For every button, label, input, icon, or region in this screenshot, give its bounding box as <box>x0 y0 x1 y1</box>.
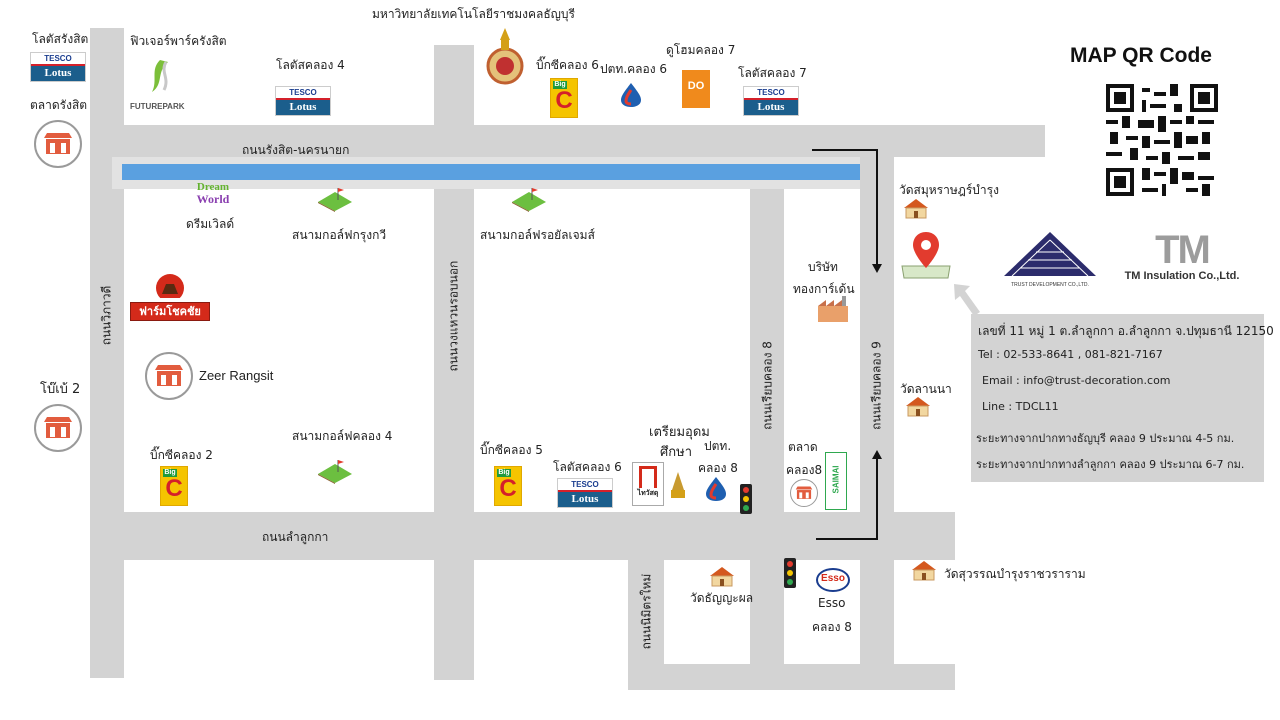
label-wat-thanya: วัดธัญญะผล <box>690 591 754 605</box>
label-ptt-k8-1: ปตท. <box>704 439 732 453</box>
logo-farm-chokchai: ฟาร์มโชคชัย <box>130 272 210 321</box>
qr-code-icon[interactable] <box>1106 84 1218 196</box>
market-icon-bobae <box>34 404 82 452</box>
traffic-light-icon-1 <box>740 484 752 514</box>
label-zeer: Zeer Rangsit <box>199 368 274 383</box>
label-ptt-k8-2: คลอง 8 <box>698 461 738 475</box>
info-dist2: ระยะทางจากปากทางลำลูกกา คลอง 9 ประมาณ 6-… <box>976 458 1245 471</box>
route-arrow-bottom-v <box>876 458 878 540</box>
golf-icon-krungkavee <box>316 182 354 212</box>
logo-saimai: SAIMAI <box>825 452 847 510</box>
road-label-outer-ring: ถนนวงแหวนรอบนอก <box>446 260 461 372</box>
label-golf-k4: สนามกอล์ฟคลอง 4 <box>292 429 393 443</box>
logo-tm: TM TM Insulation Co.,Ltd. <box>1124 228 1240 282</box>
label-bigc-k5: บิ๊กซีคลอง 5 <box>480 443 543 457</box>
info-line: Line : TDCL11 <box>982 400 1059 413</box>
info-email[interactable]: Email : info@trust-decoration.com <box>982 374 1171 387</box>
logo-university <box>486 26 524 90</box>
market-icon-rangsit <box>34 120 82 168</box>
market-icon-k8 <box>790 479 818 507</box>
info-box <box>971 314 1264 482</box>
label-future-park: ฟิวเจอร์พาร์ครังสิต <box>130 34 227 48</box>
info-dist1: ระยะทางจากปากทางธัญบุรี คลอง 9 ประมาณ 4-… <box>976 432 1235 445</box>
label-esso-1: Esso <box>818 596 846 610</box>
label-bobae2: โบ๊เบ้ 2 <box>40 382 81 397</box>
traffic-light-icon-2 <box>784 558 796 588</box>
temple-icon-samakhom <box>900 198 932 220</box>
route-arrow-top-v <box>876 149 878 265</box>
road-rangsit-east <box>895 125 955 157</box>
road-outer-ring <box>434 45 474 680</box>
logo-trust: TRUST DEVELOPMENT CO.,LTD. <box>1000 230 1100 288</box>
info-address: เลขที่ 11 หมู่ 1 ต.ลำลูกกา อ.ลำลูกกา จ.ป… <box>978 324 1274 338</box>
label-wat-lanna: วัดลานนา <box>900 382 952 396</box>
market-icon-zeer <box>145 352 193 400</box>
road-lam-luk-ka <box>90 512 955 560</box>
canal <box>122 164 860 180</box>
road-label-lam-luk-ka: ถนนลำลูกกา <box>262 530 329 544</box>
route-arrow-top-h <box>812 149 878 151</box>
route-arrowhead-down <box>872 264 882 273</box>
logo-dreamworld: Dream World <box>196 181 230 206</box>
logo-future-park: FUTUREPARK <box>130 56 190 114</box>
temple-icon-suwan <box>908 560 940 582</box>
logo-triam-school <box>668 470 688 504</box>
label-golf-krungkavee: สนามกอล์ฟกรุงกวี <box>292 228 387 242</box>
label-dohome-k7: ดูโฮมคลอง 7 <box>666 43 736 57</box>
golf-icon-k4 <box>316 454 354 484</box>
road-nimit-mai-bottom <box>628 664 955 690</box>
label-company-2: ทองการ์เด้น <box>793 282 855 296</box>
location-pin-icon[interactable] <box>898 228 954 280</box>
label-triam-2: ศึกษา <box>660 445 692 460</box>
label-bigc-k6: บิ๊กซีคลอง 6 <box>536 58 599 72</box>
info-pointer-arrow <box>952 282 982 318</box>
road-label-wiphawadi: ถนนวิภาวดี <box>99 285 114 346</box>
label-lotus-k6: โลตัสคลอง 6 <box>553 460 622 474</box>
factory-icon <box>816 296 852 324</box>
road-label-rangsit: ถนนรังสิต-นครนายก <box>242 143 350 157</box>
road-wiphawadi <box>90 28 124 678</box>
label-talad-k8-2: คลอง8 <box>786 463 823 477</box>
road-khlong8 <box>750 175 784 685</box>
logo-dohome: DO <box>682 70 710 108</box>
road-label-khlong9: ถนนเรียบคลอง 9 <box>869 341 884 430</box>
label-university: มหาวิทยาลัยเทคโนโลยีราชมงคลธัญบุรี <box>372 7 575 21</box>
label-bigc-k2: บิ๊กซีคลอง 2 <box>150 448 213 462</box>
label-talad-k8-1: ตลาด <box>788 440 818 454</box>
label-talad-rangsit: ตลาดรังสิต <box>30 98 88 112</box>
label-lotus-k7: โลตัสคลอง 7 <box>738 66 807 80</box>
road-label-nimit-mai: ถนนนิมิตรใหม่ <box>639 573 654 650</box>
label-triam-1: เตรียมอุดม <box>649 425 710 440</box>
info-tel[interactable]: Tel : 02-533-8641 , 081-821-7167 <box>978 348 1163 361</box>
label-dreamworld: ดรีมเวิลด์ <box>186 217 235 231</box>
label-wat-samakhom: วัดสมุหราษฎร์บำรุง <box>899 183 999 197</box>
label-company-1: บริษัท <box>808 260 838 274</box>
label-lotus-rangsit: โลตัสรังสิต <box>32 32 89 46</box>
label-wat-suwan: วัดสุวรรณบำรุงราชวราราม <box>944 567 1086 581</box>
golf-icon-royal-gems <box>510 182 548 212</box>
logo-esso: Esso <box>816 568 850 592</box>
temple-icon-lanna <box>902 396 934 418</box>
qr-title: MAP QR Code <box>1070 44 1212 67</box>
label-ptt-k6: ปตท.คลอง 6 <box>600 62 668 76</box>
route-arrowhead-up <box>872 450 882 459</box>
ptt-icon-k8 <box>705 476 727 502</box>
route-arrow-bottom-h <box>816 538 878 540</box>
label-golf-royal-gems: สนามกอล์ฟรอยัลเจมส์ <box>480 228 595 242</box>
label-esso-2: คลอง 8 <box>812 620 852 634</box>
label-lotus-k4: โลตัสคลอง 4 <box>276 58 345 72</box>
temple-icon-thanya <box>706 566 738 588</box>
logo-thaiwatsadu: ไทวัสดุ <box>632 462 664 506</box>
ptt-icon-k6 <box>620 82 642 108</box>
road-label-khlong8: ถนนเรียบคลอง 8 <box>760 341 775 430</box>
